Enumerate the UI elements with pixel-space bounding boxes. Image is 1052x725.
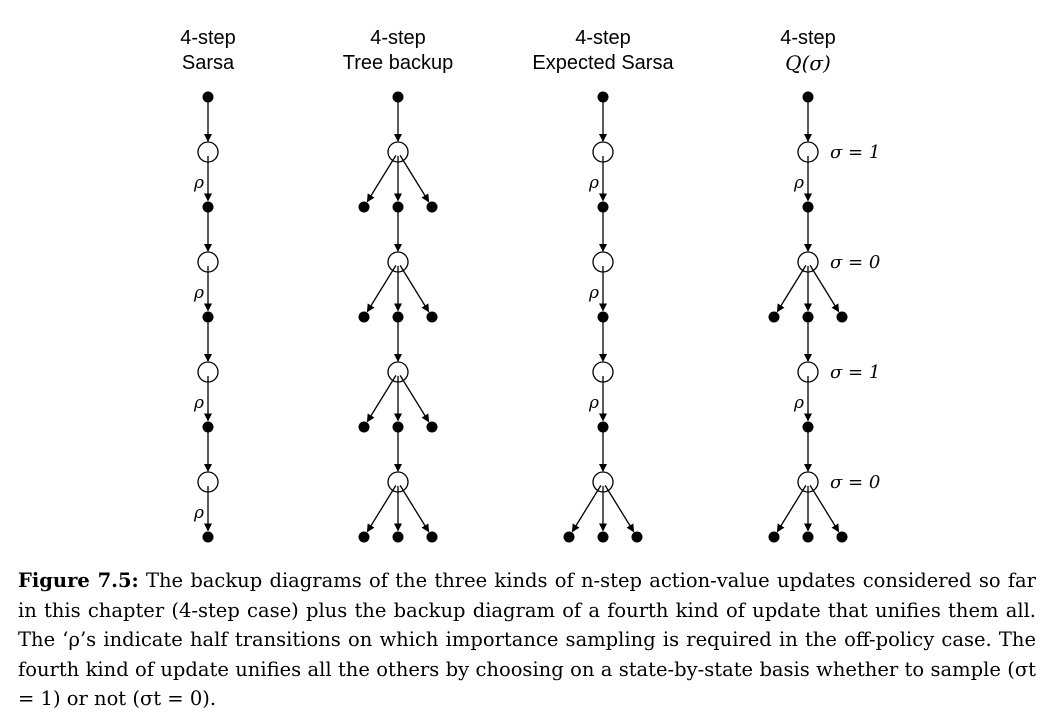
tree-backup-action-node-1-1 — [358, 201, 370, 213]
sarsa-action-node-4 — [202, 531, 214, 543]
tree-backup-action-node-2-2 — [392, 311, 404, 323]
expected-sarsa-action-node-2 — [597, 311, 609, 323]
tree-backup-policy-arrow-2-1 — [366, 265, 397, 313]
backup-diagrams: ρ ρ ρ ρ ρ ρ ρ σ = 1 ρ σ = 0 σ = 1 ρ σ = 0 — [193, 91, 880, 543]
q-sigma-policy-arrow-4-3 — [809, 485, 840, 533]
tree-backup-action-node-1-2 — [392, 201, 404, 213]
tree-backup-action-node-1-3 — [426, 201, 438, 213]
sarsa-action-node-3 — [202, 421, 214, 433]
tree-backup-action-node-3-1 — [358, 421, 370, 433]
tree-backup-action-node-4-2 — [392, 531, 404, 543]
title-expected-sarsa: 4-step Expected Sarsa — [503, 26, 703, 76]
q-sigma-policy-arrow-2-1 — [776, 265, 807, 313]
tree-backup-action-node-3-3 — [426, 421, 438, 433]
tree-backup-action-node-3-2 — [392, 421, 404, 433]
title-sarsa: 4-step Sarsa — [108, 26, 308, 76]
tree-backup-policy-arrow-1-3 — [399, 155, 430, 203]
tree-backup-policy-arrow-3-1 — [366, 375, 397, 423]
expected-sarsa-action-node-1 — [597, 201, 609, 213]
tree-backup-root-action-node — [392, 91, 404, 103]
sarsa-rho-label-4: ρ — [193, 503, 204, 523]
q-sigma-action-node-4-2 — [802, 531, 814, 543]
tree-backup-action-node-2-3 — [426, 311, 438, 323]
caption-text: The backup diagrams of the three kinds o… — [18, 569, 1036, 710]
tree-backup-policy-arrow-3-3 — [399, 375, 430, 423]
q-sigma-action-node-4-3 — [836, 531, 848, 543]
q-sigma-policy-arrow-4-1 — [776, 485, 807, 533]
expected-sarsa-rho-label-3: ρ — [588, 393, 599, 413]
title-expected-sarsa-line2: Expected Sarsa — [532, 52, 674, 74]
tree-backup-action-node-4-3 — [426, 531, 438, 543]
expected-sarsa-rho-label-2: ρ — [588, 283, 599, 303]
title-sarsa-line1: 4-step — [180, 27, 236, 49]
q-sigma-sigma-label-3: σ = 1 — [830, 362, 880, 383]
q-sigma-sigma-label-1: σ = 1 — [830, 142, 880, 163]
tree-backup-action-node-2-1 — [358, 311, 370, 323]
q-sigma-sigma-label-2: σ = 0 — [830, 252, 880, 273]
sarsa-rho-label-3: ρ — [193, 393, 204, 413]
q-sigma-sigma-label-4: σ = 0 — [830, 472, 880, 493]
expected-sarsa-rho-label-1: ρ — [588, 173, 599, 193]
sarsa-rho-label-2: ρ — [193, 283, 204, 303]
expected-sarsa-action-node-4-1 — [563, 531, 575, 543]
q-sigma-action-node-3 — [802, 421, 814, 433]
expected-sarsa-action-node-4-2 — [597, 531, 609, 543]
tree-backup-policy-arrow-4-1 — [366, 485, 397, 533]
q-sigma-action-node-2-2 — [802, 311, 814, 323]
tree-backup-policy-arrow-4-3 — [399, 485, 430, 533]
q-sigma-action-node-2-1 — [768, 311, 780, 323]
title-expected-sarsa-line1: 4-step — [575, 27, 631, 49]
expected-sarsa-policy-arrow-4-1 — [571, 485, 602, 533]
expected-sarsa-action-node-3 — [597, 421, 609, 433]
q-sigma-action-node-2-3 — [836, 311, 848, 323]
title-q-sigma-line2: Q(σ) — [785, 51, 831, 75]
expected-sarsa-action-node-4-3 — [631, 531, 643, 543]
caption-label: Figure 7.5: — [18, 569, 139, 592]
expected-sarsa-policy-arrow-4-3 — [604, 485, 635, 533]
expected-sarsa-root-action-node — [597, 91, 609, 103]
q-sigma-rho-label-3: ρ — [793, 393, 804, 413]
title-q-sigma: 4-step Q(σ) — [708, 26, 908, 76]
q-sigma-policy-arrow-2-3 — [809, 265, 840, 313]
q-sigma-rho-label-1: ρ — [793, 173, 804, 193]
q-sigma-action-node-4-1 — [768, 531, 780, 543]
tree-backup-policy-arrow-1-1 — [366, 155, 397, 203]
sarsa-action-node-2 — [202, 311, 214, 323]
title-tree-backup: 4-step Tree backup — [298, 26, 498, 76]
title-tree-backup-line2: Tree backup — [342, 52, 454, 74]
title-q-sigma-line1: 4-step — [780, 27, 836, 49]
sarsa-rho-label-1: ρ — [193, 173, 204, 193]
figure-caption: Figure 7.5: The backup diagrams of the t… — [18, 566, 1036, 714]
q-sigma-root-action-node — [802, 91, 814, 103]
q-sigma-action-node-1 — [802, 201, 814, 213]
sarsa-root-action-node — [202, 91, 214, 103]
tree-backup-action-node-4-1 — [358, 531, 370, 543]
sarsa-action-node-1 — [202, 201, 214, 213]
title-sarsa-line2: Sarsa — [181, 52, 235, 74]
title-tree-backup-line1: 4-step — [370, 27, 426, 49]
tree-backup-policy-arrow-2-3 — [399, 265, 430, 313]
